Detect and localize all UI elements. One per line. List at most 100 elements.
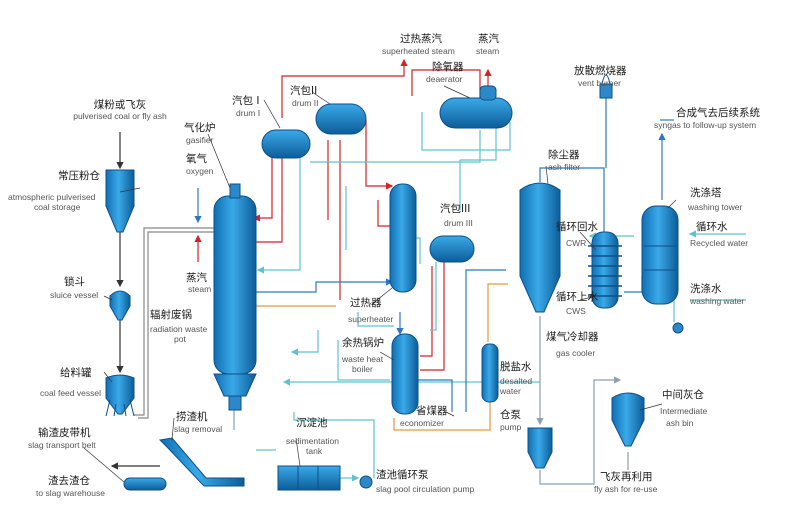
fly-ash-label-cn: 飞灰再利用	[600, 470, 653, 483]
water-drum3-down	[430, 262, 437, 331]
atmospheric-storage-vessel	[105, 169, 135, 233]
water-boiler-left	[290, 330, 319, 356]
steam-drum1-gasifier	[252, 148, 273, 222]
recycled-water-label-cn: 循环水	[696, 220, 728, 233]
washing-water-label-cn: 洗涤水	[690, 282, 722, 295]
slag-transport-belt	[123, 477, 167, 491]
ash-filter-vessel	[519, 182, 561, 313]
drum2-label-cn: 汽包II	[290, 84, 317, 97]
recycled-water-label-en: Recycled water	[690, 238, 748, 248]
gasifier-cone	[213, 373, 257, 397]
atm-storage-label-cn: 常压粉仓	[58, 169, 100, 182]
drum3-label-cn: 汽包III	[440, 202, 470, 215]
sedimentation-tank	[277, 465, 341, 491]
slag-pump-label-cn: 渣池循环泵	[376, 468, 429, 481]
ash-pump-bin	[539, 376, 622, 485]
washing-water-label-en: washing water	[689, 296, 745, 306]
gasifier-label-cn: 气化炉	[184, 121, 216, 134]
radiation-label-en1: radiation waste	[150, 324, 207, 334]
waste-heat-boiler	[391, 333, 419, 415]
coal-feed-pipe-outer	[134, 227, 214, 416]
flame-icon	[601, 74, 611, 85]
gas-cooler-label-cn: 煤气冷却器	[546, 330, 599, 343]
drum1-label-en: drum Ⅰ	[236, 108, 260, 118]
cwr-label-en: CWR	[566, 238, 586, 248]
slag-belt-label-cn: 输渣皮带机	[38, 426, 91, 439]
sed-tank-label-cn: 沉淀池	[296, 416, 328, 429]
pump-return-line	[293, 412, 375, 478]
washing-pump-icon	[672, 322, 684, 334]
steam-gasifier-drum1	[256, 158, 283, 243]
oxygen-label-en: oxygen	[186, 166, 214, 176]
drum3-label-en: drum III	[444, 218, 473, 228]
gas-boiler-economizer	[416, 379, 453, 412]
steam-out-label-en: steam	[476, 46, 499, 56]
vent-burner-label-en: vent burner	[578, 78, 621, 88]
gas-cooler-washer	[624, 276, 643, 293]
coal-feed-vessel	[105, 374, 135, 415]
atm-storage-label-en1: atmospheric pulverised	[8, 192, 96, 202]
coal-feed-label-cn: 给料罐	[60, 366, 92, 379]
economizer-label-cn: 省煤器	[416, 404, 448, 417]
vent-burner-label-cn: 放散燃烧器	[574, 64, 627, 77]
washing-tower-vessel	[641, 205, 679, 305]
superheated-label-en: superheated steam	[382, 46, 455, 56]
desalted-label-en1: desalted	[500, 376, 532, 386]
washing-tower-label-en: washing tower	[687, 202, 743, 212]
syngas-label-en: syngas to follow-up system	[654, 120, 756, 130]
sed-tank-label-en2: tank	[306, 446, 323, 456]
waste-heat-label-en1: waste heat	[341, 354, 384, 364]
sed-tank-label-en1: sedimentation	[286, 436, 339, 446]
sluice-vessel	[109, 290, 131, 321]
oxygen-label-cn: 氧气	[186, 152, 207, 165]
waste-heat-label-en2: boiler	[352, 364, 373, 374]
steam-in-label-cn: 蒸汽	[186, 271, 207, 284]
slag-pool-pump-icon	[359, 475, 373, 489]
slag-removal-conveyor	[158, 437, 245, 487]
deaerator-label-cn: 除氧器	[432, 60, 464, 73]
gas-economizer-filter	[465, 269, 506, 412]
superheated-steam-line	[281, 58, 408, 118]
drum-1	[261, 129, 311, 159]
intermediate-ash-label-cn: 中间灰仓	[662, 388, 704, 401]
gasifier-vessel	[213, 195, 257, 375]
superheater-label-en: superheater	[348, 314, 394, 324]
sluice-label-en: sluice vessel	[50, 290, 98, 300]
steam-out-label-cn: 蒸汽	[478, 32, 499, 45]
steam-drum3-boiler	[420, 266, 433, 357]
drum1-label-cn: 汽包 I	[232, 94, 259, 107]
gas-cooler-vessel	[591, 231, 619, 309]
deaerator-vessel	[439, 97, 513, 129]
coal-label-en: pulverised coal or fly ash	[73, 111, 167, 121]
ash-filter-label-cn: 除尘器	[548, 148, 580, 161]
fly-ash-label-en: fly ash for re-use	[594, 484, 658, 494]
coal-feed-pipe-inner	[138, 231, 214, 419]
cws-label-cn: 循环上水	[556, 290, 598, 303]
slag-warehouse-label-en: to slag warehouse	[36, 488, 105, 498]
coal-label-cn: 煤粉或飞灰	[94, 98, 147, 111]
desalted-water-line	[393, 398, 491, 431]
superheated-label-cn: 过热蒸汽	[400, 32, 442, 45]
leader-lines	[83, 85, 677, 483]
deaerator-label-en: deaerator	[426, 74, 463, 84]
slag-warehouse-label-cn: 渣去渣仓	[48, 474, 90, 487]
labels: 煤粉或飞灰 pulverised coal or fly ash 常压粉仓 at…	[8, 32, 760, 498]
steam-drum2-superheater	[365, 120, 394, 190]
coal-feed-legs	[105, 399, 135, 417]
water-drum-deaerator	[310, 130, 481, 163]
ash-pump	[527, 427, 553, 469]
pump-label-cn: 仓泵	[500, 408, 521, 421]
superheater-label-cn: 过热器	[350, 296, 382, 309]
cws-label-en: CWS	[566, 306, 586, 316]
slag-belt-label-en: slag transport belt	[28, 440, 96, 450]
atm-storage-label-en2: coal storage	[34, 202, 81, 212]
slag-pump-label-en: slag pool circulation pump	[376, 484, 475, 494]
gas-filter-cooler	[539, 167, 605, 260]
process-lines	[110, 58, 746, 485]
radiation-label-en2: pot	[174, 334, 186, 344]
desalted-feed	[487, 283, 508, 342]
syngas-label-cn: 合成气去后续系统	[676, 106, 760, 119]
water-deaerator-loop	[421, 112, 511, 151]
cwr-label-cn: 循环回水	[556, 220, 598, 233]
